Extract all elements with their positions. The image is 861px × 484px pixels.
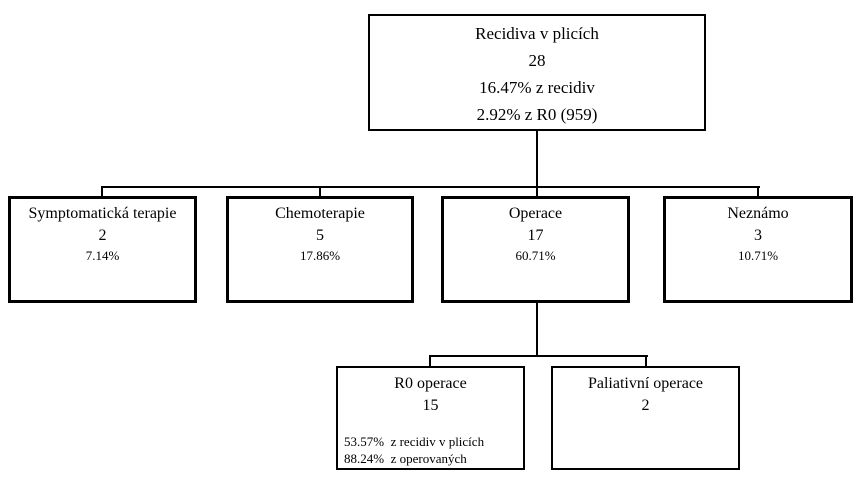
node-label: Paliativní operace <box>587 375 704 392</box>
node-count: 2 <box>98 227 107 244</box>
node-label: R0 operace <box>394 375 467 392</box>
node-neznamo: Neznámo 3 10.71% <box>663 196 853 303</box>
connector-level3-bus <box>429 355 648 357</box>
connector-drop-symptomaticka <box>101 186 103 196</box>
node-count: 15 <box>422 397 439 414</box>
node-label: Recidiva v plicích <box>475 24 599 43</box>
node-r0-operace: R0 operace 15 53.57% z recidiv v plicích… <box>336 366 525 470</box>
node-count: 5 <box>316 227 324 244</box>
node-percent-2: 2.92% z R0 (959) <box>476 105 598 124</box>
connector-root-vertical <box>536 131 538 196</box>
node-percent: 10.71% <box>737 248 779 263</box>
connector-drop-r0-operace <box>429 355 431 366</box>
node-recidiva-v-plicich: Recidiva v plicích 28 16.47% z recidiv 2… <box>368 14 706 131</box>
node-chemoterapie: Chemoterapie 5 17.86% <box>226 196 414 303</box>
node-operace: Operace 17 60.71% <box>441 196 630 303</box>
connector-drop-neznamo <box>757 186 759 196</box>
node-label: Operace <box>508 205 563 222</box>
node-symptomaticka-terapie: Symptomatická terapie 2 7.14% <box>8 196 197 303</box>
node-details: 53.57% z recidiv v plicích 88.24% z oper… <box>338 433 523 467</box>
node-count: 3 <box>754 227 762 244</box>
node-count: 28 <box>528 51 546 70</box>
node-paliativni-operace: Paliativní operace 2 <box>551 366 740 470</box>
node-detail-1: 53.57% z recidiv v plicích <box>344 434 485 449</box>
node-count: 2 <box>641 397 650 414</box>
node-percent: 17.86% <box>299 248 341 263</box>
node-percent-1: 16.47% z recidiv <box>479 78 595 97</box>
node-label: Neznámo <box>727 205 789 222</box>
node-percent: 60.71% <box>515 248 556 263</box>
connector-drop-chemoterapie <box>319 186 321 196</box>
node-detail-2: 88.24% z operovaných <box>344 451 467 466</box>
connector-operace-vertical <box>536 303 538 357</box>
node-percent: 7.14% <box>85 248 120 263</box>
connector-level2-bus <box>101 186 760 188</box>
node-label: Chemoterapie <box>275 205 365 222</box>
node-label: Symptomatická terapie <box>28 205 177 222</box>
connector-drop-paliativni <box>645 355 647 366</box>
node-count: 17 <box>527 227 544 244</box>
